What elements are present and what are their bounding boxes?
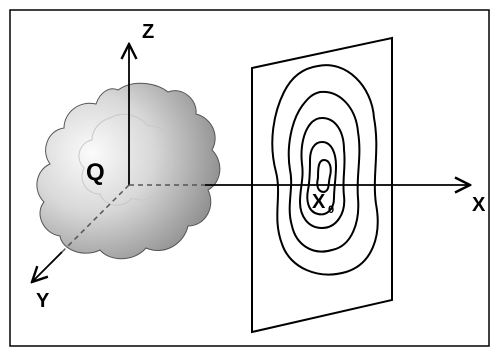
z-axis-label: Z (142, 21, 154, 43)
point-label-x0: X (312, 191, 326, 213)
contour-line-1 (271, 64, 379, 276)
contour-line-4 (306, 140, 338, 216)
contour-line-5 (316, 158, 332, 194)
y-axis-dashed-segment (61, 184, 130, 253)
y-axis-label: Y (36, 290, 50, 312)
figure-frame (9, 9, 490, 347)
x-axis-label: X (472, 194, 486, 216)
point-label-subscript: 0 (328, 204, 334, 216)
body-label-q: Q (86, 159, 105, 186)
body-inner-contour (78, 113, 173, 206)
contour-line-3 (298, 116, 346, 230)
contour-line-2 (287, 90, 361, 253)
y-axis-line (32, 251, 63, 282)
